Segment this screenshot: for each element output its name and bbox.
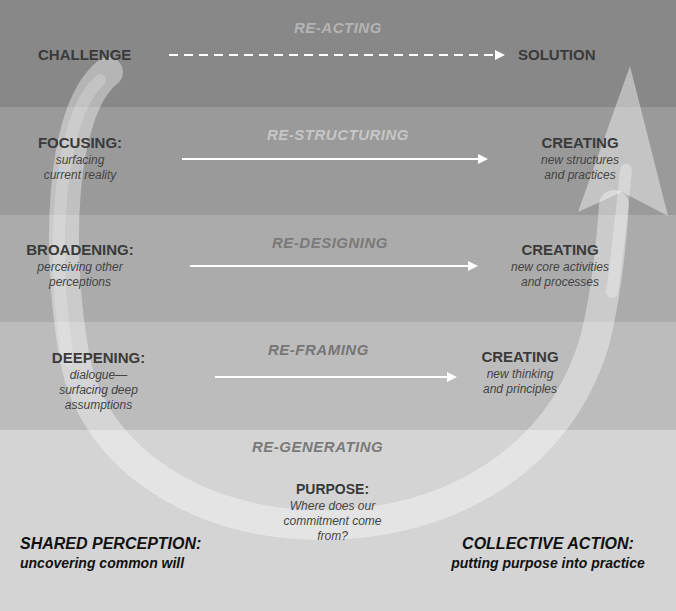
flow-arrow (215, 372, 457, 382)
stage-node: CHALLENGE (38, 46, 152, 64)
stage-heading: DEEPENING: (40, 349, 157, 367)
stage-description: new core activities and processes (505, 260, 615, 290)
stage-band: RE-ACTING CHALLENGE SOLUTION (0, 0, 676, 107)
stage-heading: CREATING (493, 241, 627, 259)
arrow-line (169, 54, 496, 56)
arrow-line (215, 376, 448, 378)
arrowhead (478, 154, 488, 164)
stage-band: RE-FRAMING DEEPENING:dialogue— surfacing … (0, 322, 676, 430)
stage-node: PURPOSE:Where does our commitment come f… (263, 480, 402, 544)
stage-node: DEEPENING:dialogue— surfacing deep assum… (40, 349, 157, 413)
stage-heading: CREATING (463, 348, 577, 366)
flow-arrow (190, 261, 478, 271)
brush-stroke (64, 72, 614, 525)
stage-description: dialogue— surfacing deep assumptions (51, 368, 146, 413)
outcome-description: uncovering common will (20, 554, 249, 572)
stage-description: new structures and practices (535, 153, 625, 183)
stage-node: BROADENING:perceiving other perceptions (23, 241, 137, 290)
outcome-heading: SHARED PERCEPTION: (20, 534, 249, 554)
stage-band: RE-STRUCTURING FOCUSING:surfacing current… (0, 107, 676, 215)
band-label: RE-STRUCTURING (267, 126, 409, 144)
purpose-heading: PURPOSE: (263, 480, 402, 498)
stage-description: Where does our commitment come from? (268, 499, 398, 544)
arrow-line (190, 265, 469, 267)
stage-heading: BROADENING: (23, 241, 137, 259)
stage-node: CREATINGnew structures and practices (523, 134, 637, 183)
flow-arrow (182, 154, 488, 164)
band-label: RE-GENERATING (252, 438, 383, 456)
stage-heading: CREATING (523, 134, 637, 152)
outcome-description: putting purpose into practice (428, 554, 668, 572)
flow-arrow (169, 50, 505, 60)
stage-band: RE-DESIGNING BROADENING:perceiving other … (0, 215, 676, 322)
band-label: RE-DESIGNING (272, 234, 388, 252)
stage-heading: SOLUTION (518, 46, 622, 64)
stage-node: SHARED PERCEPTION:uncovering common will (20, 534, 249, 572)
stage-heading: FOCUSING: (28, 134, 132, 152)
brush-texture (59, 80, 100, 360)
stage-description: surfacing current reality (37, 153, 123, 183)
stage-node: FOCUSING:surfacing current reality (28, 134, 132, 183)
arrowhead (495, 50, 505, 60)
stage-node: CREATINGnew core activities and processe… (493, 241, 627, 290)
outcome-heading: COLLECTIVE ACTION: (428, 534, 668, 554)
stage-description: perceiving other perceptions (30, 260, 130, 290)
stage-band: RE-GENERATING PURPOSE:Where does our comm… (0, 430, 676, 611)
stage-node: SOLUTION (518, 46, 622, 64)
brush-arrowhead (578, 66, 668, 216)
arrowhead (447, 372, 457, 382)
brush-tail (612, 170, 626, 292)
arrow-line (182, 158, 479, 160)
stage-node: CREATINGnew thinking and principles (463, 348, 577, 397)
band-label: RE-ACTING (294, 19, 382, 37)
stage-node: COLLECTIVE ACTION:putting purpose into p… (428, 534, 668, 572)
stage-heading: CHALLENGE (38, 46, 152, 64)
band-label: RE-FRAMING (268, 341, 369, 359)
stage-description: new thinking and principles (479, 367, 561, 397)
arrowhead (468, 261, 478, 271)
